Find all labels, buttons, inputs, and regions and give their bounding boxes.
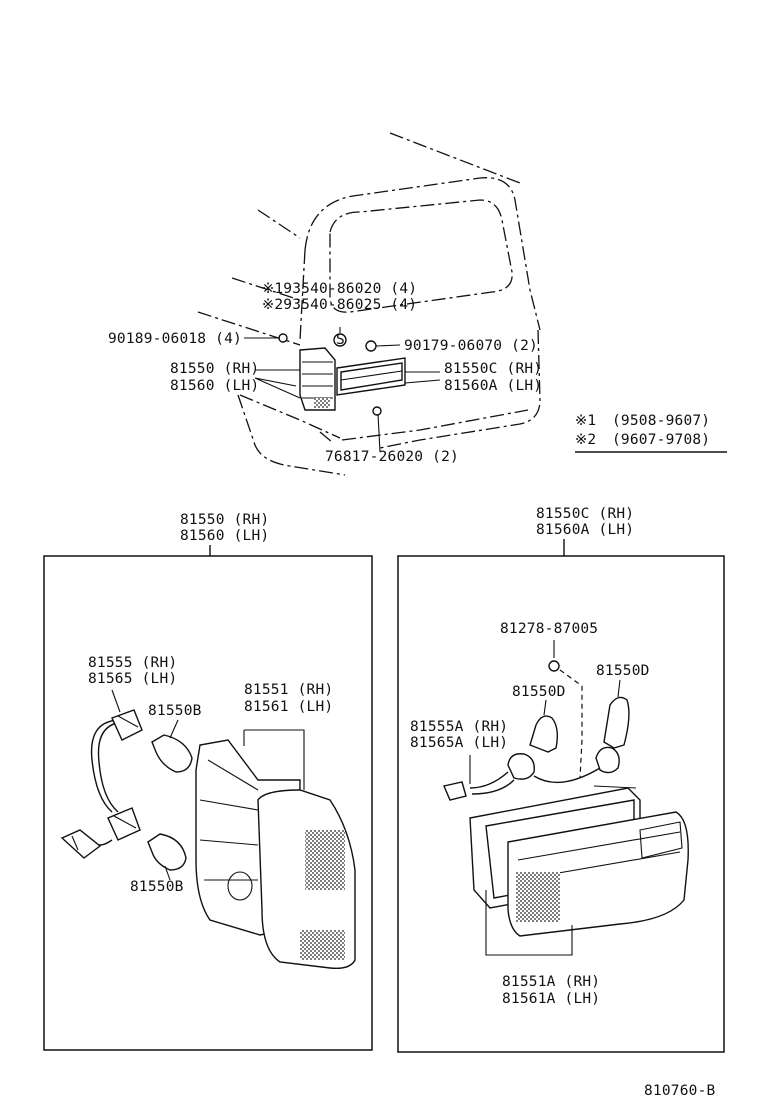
- left-bulbs: [147, 719, 193, 881]
- left-lens-rh: 81551 (RH): [244, 682, 333, 698]
- left-header-rh: 81550 (RH): [180, 512, 269, 528]
- right-header-lh: 81560A (LH): [536, 522, 634, 538]
- tail-lamp-overview: [299, 347, 336, 411]
- screw-right-label: 90179-06070 (2): [404, 338, 538, 354]
- grommet-2-label: ※293540-86025 (4): [262, 297, 417, 313]
- right-header-rh: 81550C (RH): [536, 506, 634, 522]
- clip-label: 76817-26020 (2): [325, 449, 459, 465]
- inner-rh-label: 81550C (RH): [444, 361, 542, 377]
- right-sockets-harness: [443, 746, 637, 801]
- note-2-mark: ※2: [575, 432, 596, 448]
- left-socket-rh: 81555 (RH): [88, 655, 177, 671]
- lamp-rh-label: 81550 (RH): [170, 361, 259, 377]
- note-1-mark: ※1: [575, 413, 596, 429]
- left-tail-lamp: [195, 729, 356, 970]
- grommet-1-label: ※193540-86020 (4): [262, 281, 417, 297]
- right-panel-frame: [397, 555, 725, 1053]
- right-connector: [443, 781, 467, 801]
- right-lens-lh: 81561A (LH): [502, 991, 600, 1007]
- vehicle-rear-outline: [197, 132, 541, 476]
- right-inner-lamp: [469, 787, 689, 956]
- right-screw-label: 81278-87005: [500, 621, 598, 637]
- screw-left-label: 90189-06018 (4): [108, 331, 242, 347]
- right-socket-rh: 81555A (RH): [410, 719, 508, 735]
- figure-id: 810760-B: [644, 1083, 716, 1099]
- right-bulbs: [529, 679, 630, 753]
- lamp-lh-label: 81560 (LH): [170, 378, 259, 394]
- left-bulb-top-label: 81550B: [148, 703, 202, 719]
- left-connector: [60, 829, 102, 859]
- right-bulb-right-label: 81550D: [596, 663, 650, 679]
- left-bulb-bottom-label: 81550B: [130, 879, 184, 895]
- fasteners-overview: [278, 333, 382, 416]
- left-lens-lh: 81561 (LH): [244, 699, 333, 715]
- left-panel-frame: [43, 555, 373, 1051]
- right-lens-rh: 81551A (RH): [502, 974, 600, 990]
- leader-lines-overview: [244, 327, 441, 453]
- left-socket-lh: 81565 (LH): [88, 671, 177, 687]
- inner-lh-label: 81560A (LH): [444, 378, 542, 394]
- note-2-range: (9607-9708): [612, 432, 710, 448]
- s-mark: S: [336, 332, 345, 348]
- left-sockets: [107, 709, 143, 841]
- right-socket-lh: 81565A (LH): [410, 735, 508, 751]
- note-1-range: (9508-9607): [612, 413, 710, 429]
- right-bulb-left-label: 81550D: [512, 684, 566, 700]
- left-wiring-harness: [60, 689, 123, 859]
- grommet-s-mark: [333, 333, 347, 347]
- left-header-lh: 81560 (LH): [180, 528, 269, 544]
- right-screw: [548, 640, 583, 779]
- inner-lamp-overview: [336, 357, 406, 396]
